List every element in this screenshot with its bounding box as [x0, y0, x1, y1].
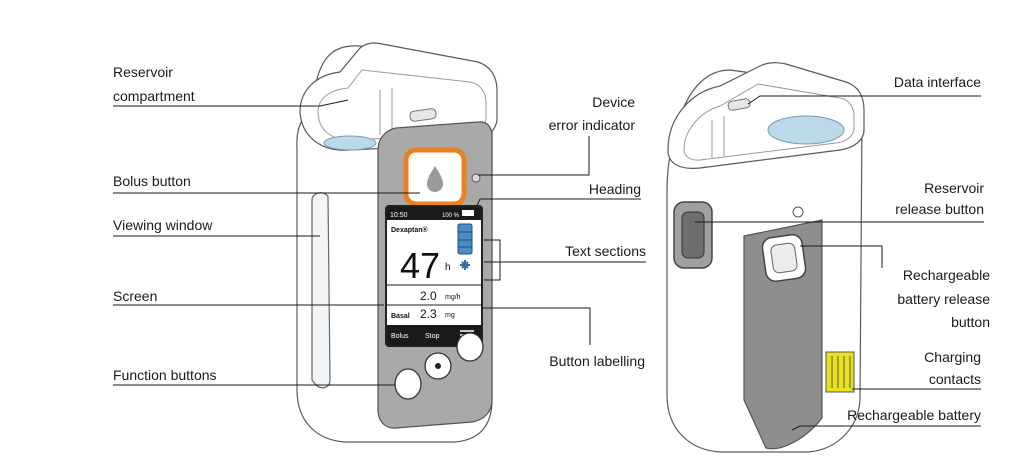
charging-contacts: [825, 351, 855, 393]
screen-drug-name: Dexaptan®: [391, 226, 429, 234]
label-reservoir-release-line2: release button: [895, 201, 984, 217]
label-reservoir-release-line1: Reservoir: [924, 180, 984, 196]
right-device: [666, 62, 865, 453]
screen-battery-icon: [462, 210, 474, 216]
leader-rechargeable-battery: [791, 425, 981, 431]
function-button-left[interactable]: [394, 368, 422, 400]
battery-release-button-inner: [770, 242, 798, 274]
left-device: 10:50 100 % Dexaptan® 47 h 2.0 mg/h Basa…: [296, 42, 498, 443]
screen-stop-label: Stop: [425, 333, 440, 340]
leader-battery-release: [800, 245, 883, 268]
screen-rate-unit: mg/h: [445, 294, 461, 301]
leader-heading: [474, 198, 641, 211]
label-charging-contacts-line2: contacts: [929, 371, 981, 387]
screen-remaining-value: 47: [400, 245, 440, 286]
label-data-interface: Data interface: [894, 74, 981, 90]
label-button-labelling: Button labelling: [549, 353, 645, 369]
label-heading: Heading: [589, 181, 641, 197]
label-reservoir-compartment-line1: Reservoir: [113, 64, 173, 80]
label-viewing-window: Viewing window: [113, 217, 213, 233]
label-battery-release-line3: button: [951, 314, 990, 330]
screw-hole: [792, 206, 804, 218]
right-reservoir-guide: [711, 116, 725, 158]
label-screen: Screen: [113, 288, 157, 304]
rechargeable-battery: [743, 219, 823, 450]
label-device-error-line1: Device: [592, 94, 635, 110]
fan-icon: [460, 260, 470, 270]
label-charging-contacts-line1: Charging: [924, 349, 981, 365]
screen-time: 10:50: [390, 212, 408, 219]
select-dot-icon: [435, 363, 441, 369]
leader-reservoir-compartment: [113, 99, 349, 107]
viewing-window: [311, 192, 331, 389]
label-battery-release-line2: battery release: [897, 291, 990, 307]
label-reservoir-compartment-line2: compartment: [113, 88, 195, 104]
reservoir-window-right: [767, 115, 845, 145]
screen-rate-value: 2.0: [420, 289, 437, 303]
screen-basal-unit: mg: [445, 312, 455, 319]
right-reservoir-cavity: [683, 83, 855, 161]
screen-basal-value: 2.3: [420, 307, 437, 321]
screen-heading-bar: [387, 207, 481, 220]
button-labelling-bar: [387, 325, 481, 345]
leader-button-labelling: [482, 307, 591, 345]
function-buttons: [394, 332, 484, 400]
screen-bolus-label: Bolus: [391, 333, 409, 340]
label-bolus-button: Bolus button: [113, 173, 191, 189]
label-rechargeable-battery: Rechargeable battery: [847, 407, 981, 423]
screen-battery: 100 %: [442, 213, 460, 219]
label-battery-release-line1: Rechargeable: [903, 267, 990, 283]
reservoir-window-left: [323, 135, 377, 151]
screen-remaining-unit: h: [445, 262, 451, 273]
label-text-sections: Text sections: [565, 243, 646, 259]
reservoir-slot: [409, 108, 437, 122]
leader-data-interface: [747, 95, 981, 105]
screen-basal-label: Basal: [391, 313, 410, 320]
reservoir-release-button-inner: [681, 211, 705, 259]
label-device-error-line2: error indicator: [549, 117, 636, 133]
leader-text-sections-bracket: [484, 239, 501, 281]
drop-icon: [427, 166, 443, 192]
function-button-right[interactable]: [456, 332, 484, 362]
right-labels: Data interface Reservoir release button …: [695, 74, 990, 431]
leader-device-error: [478, 136, 590, 176]
device-error-indicator: [471, 173, 481, 183]
reservoir-level-icon: [457, 223, 473, 255]
left-labels: Reservoir compartment Bolus button Viewi…: [113, 64, 646, 386]
label-function-buttons: Function buttons: [113, 367, 217, 383]
